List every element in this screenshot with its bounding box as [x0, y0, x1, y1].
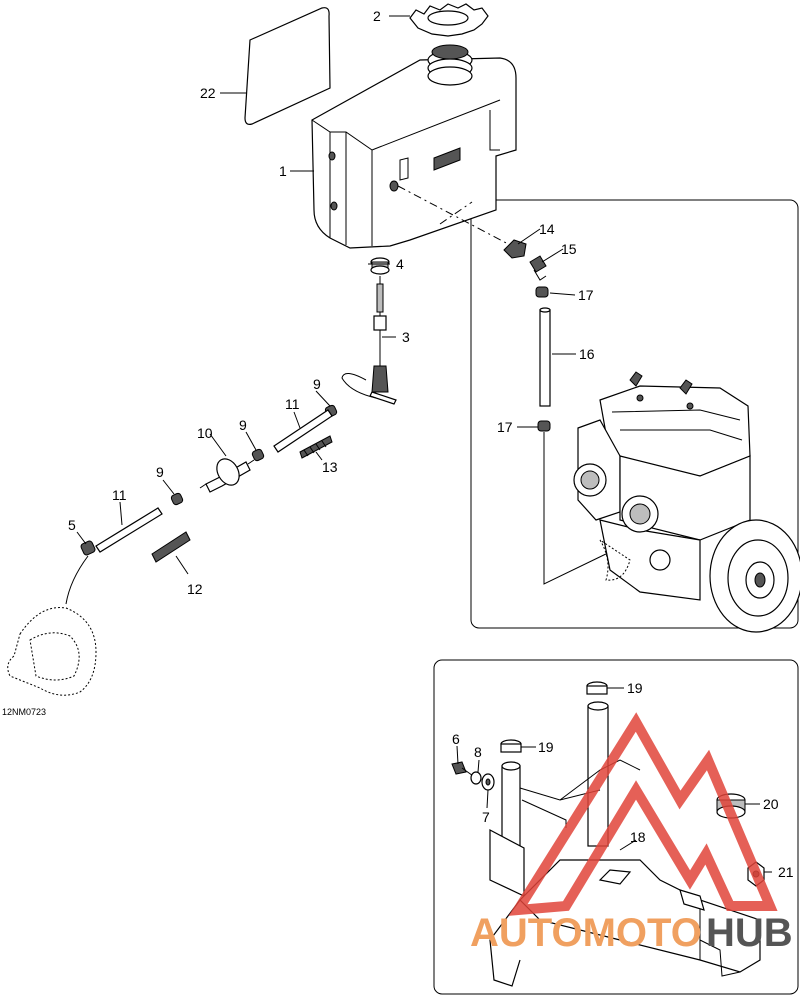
- callout-17-a: 17: [578, 287, 594, 303]
- callout-14: 14: [539, 221, 555, 237]
- watermark-logo: [508, 712, 778, 916]
- engine-inset-frame: [470, 199, 799, 629]
- part-17-clamp-b: [537, 420, 551, 432]
- part-11-hose-b: [95, 507, 163, 553]
- callout-18: 18: [630, 829, 646, 845]
- callout-2: 2: [373, 8, 381, 24]
- callout-9-a: 9: [313, 376, 321, 392]
- part-2-cap: [409, 3, 489, 37]
- part-17-clamp-a: [535, 286, 549, 298]
- watermark-triangle: [508, 712, 778, 916]
- watermark-text-auto: AUTOMOTO: [470, 911, 702, 955]
- callout-1: 1: [279, 163, 287, 179]
- part-22-decal: [244, 7, 331, 125]
- callout-9-c: 9: [156, 464, 164, 480]
- engine-flywheel: [709, 519, 800, 633]
- part-4-grommet: [370, 257, 390, 275]
- callout-3: 3: [402, 329, 410, 345]
- callout-8: 8: [474, 744, 482, 760]
- part-3-strainer: [341, 276, 397, 405]
- connection-dashline-tank: [397, 185, 513, 247]
- part-19-cap-a: [586, 681, 608, 695]
- callout-7: 7: [482, 809, 490, 825]
- part-16-hose: [539, 307, 551, 407]
- watermark-text-hub: HUB: [706, 911, 793, 955]
- oil-pump-outline: [7, 607, 97, 696]
- callout-15: 15: [561, 241, 577, 257]
- callout-10: 10: [197, 425, 213, 441]
- callout-16: 16: [579, 346, 595, 362]
- part-12-spring: [151, 531, 191, 563]
- callout-21: 21: [778, 864, 794, 880]
- part-9-clamp-c: [170, 492, 184, 506]
- part-15-elbow: [529, 255, 547, 281]
- callout-leaders: [76, 15, 772, 873]
- part-14-grommet: [503, 239, 527, 259]
- callout-17-b: 17: [497, 419, 513, 435]
- bracket-inset-frame: [433, 659, 799, 995]
- callout-4: 4: [396, 256, 404, 272]
- callout-11-b: 11: [112, 487, 127, 503]
- connection-dashline-top: [439, 201, 473, 225]
- engine-feed-line: [543, 432, 611, 585]
- callout-11-a: 11: [285, 396, 300, 412]
- callout-22: 22: [200, 85, 216, 101]
- callout-9-b: 9: [239, 417, 247, 433]
- callout-12: 12: [187, 581, 203, 597]
- part-19-cap-b: [500, 739, 522, 753]
- part-9-clamp-b: [251, 448, 265, 462]
- part-11-hose-a: [273, 409, 333, 453]
- callout-6: 6: [452, 731, 460, 747]
- part-10-fuel-filter: [199, 458, 255, 493]
- part-1-oil-tank: [311, 44, 517, 249]
- callout-19-b: 19: [538, 739, 554, 755]
- part-7-washer: [481, 773, 495, 791]
- callout-13: 13: [322, 459, 338, 475]
- fuel-line-to-pump: [65, 555, 89, 605]
- part-5-clamp: [80, 540, 96, 556]
- part-8-washer: [470, 771, 482, 785]
- callout-5: 5: [68, 517, 76, 533]
- engine-block: [573, 371, 751, 601]
- part-13-spring: [299, 435, 333, 459]
- callout-20: 20: [763, 796, 779, 812]
- diagram-code: 12NM0723: [2, 707, 46, 717]
- callout-19-a: 19: [627, 680, 643, 696]
